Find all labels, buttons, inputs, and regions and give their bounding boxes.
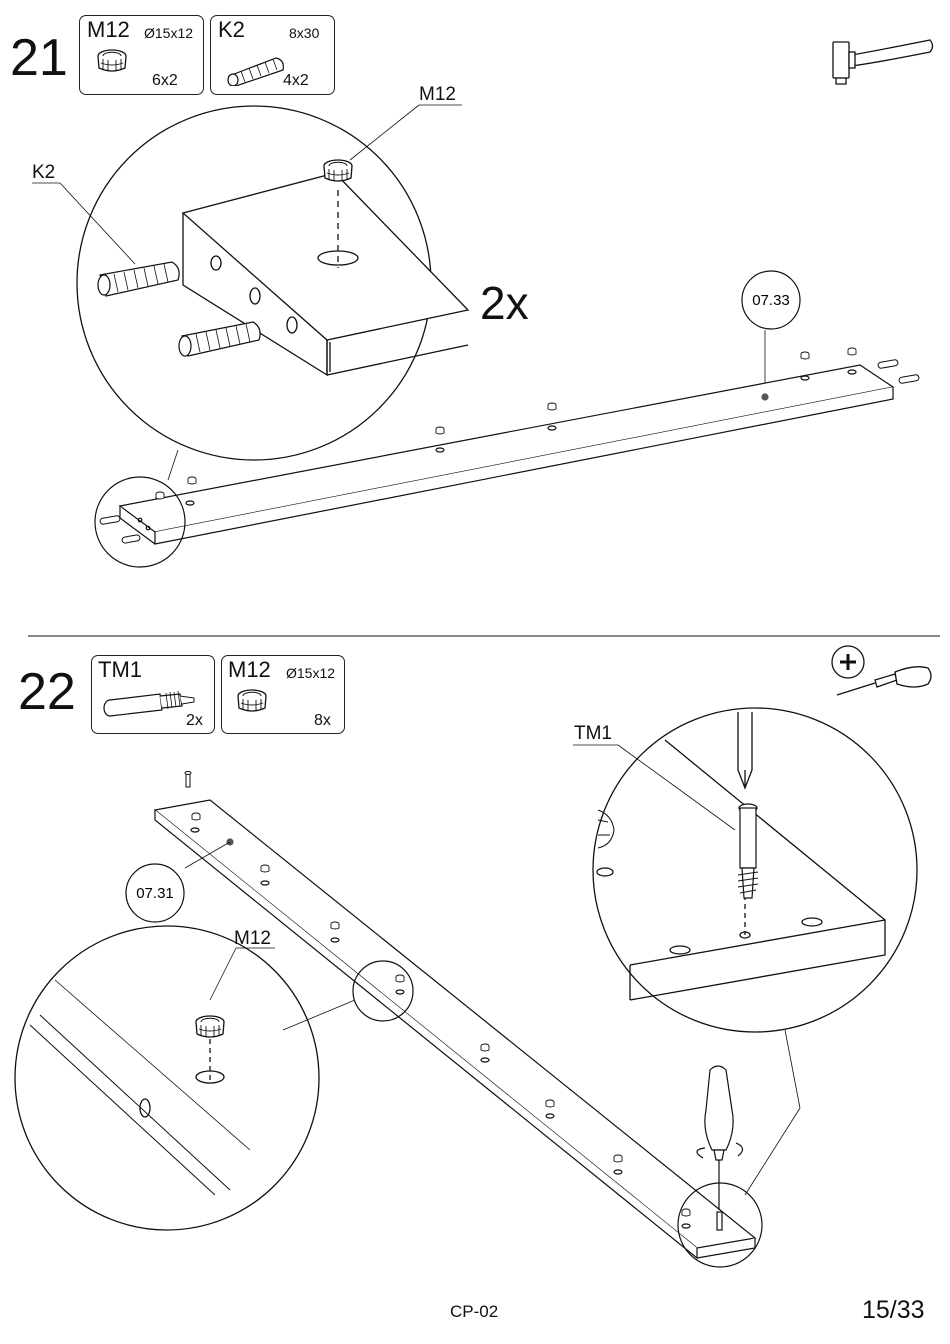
callout-label-m12: M12	[234, 929, 271, 948]
part-quantity: 8x	[314, 713, 331, 729]
model-code: CP-02	[450, 1302, 498, 1322]
callout-label-m12: M12	[419, 85, 456, 104]
panel-07-31	[155, 800, 755, 1258]
part-code: TM1	[98, 659, 142, 681]
part-box-tm1: TM1 2x	[91, 655, 215, 734]
part-box-m12: M12 Ø15x12 6x2	[79, 15, 204, 95]
dowel-icon	[221, 46, 291, 86]
part-code: M12	[87, 19, 130, 41]
callout-label-tm1: TM1	[574, 724, 612, 743]
part-box-k2: K2 8x30 4x2	[210, 15, 335, 95]
callout-label-k2: K2	[32, 163, 55, 182]
part-quantity: 2x	[186, 713, 203, 729]
part-spec: 8x30	[289, 26, 319, 40]
panel-ref-tag-07-33: 07.33	[742, 271, 800, 329]
tm1-bolt-detail	[738, 804, 758, 898]
cam-lock-m12-detail-22	[196, 1016, 224, 1037]
part-box-m12: M12 Ø15x12 8x	[221, 655, 345, 734]
dowel-k2-detail	[98, 262, 260, 356]
hammer-icon	[833, 40, 933, 84]
cam-lock-icon	[90, 44, 134, 90]
part-quantity: 4x2	[283, 73, 309, 89]
part-spec: Ø15x12	[144, 26, 193, 40]
detail-circle-tm1	[593, 708, 917, 1032]
step-number: 21	[10, 32, 68, 84]
panel-07-33	[120, 365, 893, 544]
panel-ref-text: 07.33	[752, 292, 790, 309]
cam-lock-m12-detail	[324, 160, 352, 181]
cam-lock-icon	[230, 684, 274, 730]
detail-circle-m12	[15, 926, 319, 1230]
step-number: 22	[18, 666, 76, 718]
phillips-screwdriver-icon	[832, 646, 931, 695]
part-code: K2	[218, 19, 245, 41]
page-number: 15/33	[862, 1296, 925, 1325]
part-code: M12	[228, 659, 271, 681]
quantity-multiplier: 2x	[480, 280, 529, 326]
part-quantity: 6x2	[152, 73, 178, 89]
panel-ref-text: 07.31	[136, 885, 174, 902]
tm1-bolt-icon	[100, 682, 200, 722]
tm1-bolt-small	[185, 772, 191, 788]
part-spec: Ø15x12	[286, 666, 335, 680]
